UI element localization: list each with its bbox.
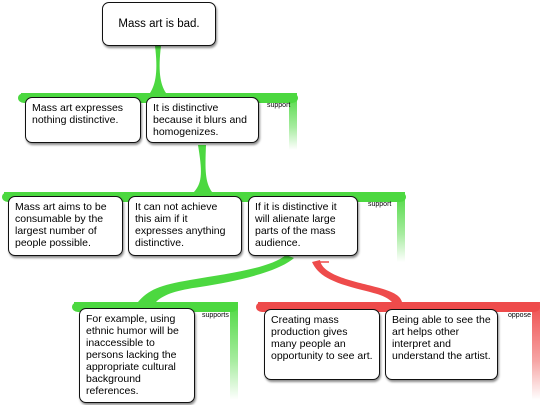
group1-node-2[interactable]: It is distinctive because it blurs and h… (146, 97, 259, 143)
connector-root-to-group1 (150, 46, 166, 93)
group3-label: supports (202, 312, 229, 319)
group4-node-1[interactable]: Creating mass production gives many peop… (264, 309, 380, 380)
group4-node-2[interactable]: Being able to see the art helps other in… (385, 309, 498, 380)
group2-node-1[interactable]: Mass art aims to be consumable by the la… (8, 196, 123, 256)
connector-group2-to-group4 (312, 260, 402, 302)
group1-node-1[interactable]: Mass art expresses nothing distinctive. (25, 97, 141, 143)
root-claim-text: Mass art is bad. (118, 18, 200, 30)
group1-label: support (267, 102, 291, 109)
group3-node-1[interactable]: For example, using ethnic humor will be … (79, 308, 195, 403)
group4-label: oppose (508, 312, 531, 319)
root-claim[interactable]: Mass art is bad. (102, 2, 216, 46)
connector-group1-to-group2 (194, 145, 212, 192)
group2-node-2[interactable]: It can not achieve this aim if it expres… (128, 196, 242, 256)
group2-label: support (368, 201, 392, 208)
group2-node-3[interactable]: If it is distinctive it will alienate la… (248, 196, 358, 256)
connector-group2-to-group3 (138, 255, 294, 302)
